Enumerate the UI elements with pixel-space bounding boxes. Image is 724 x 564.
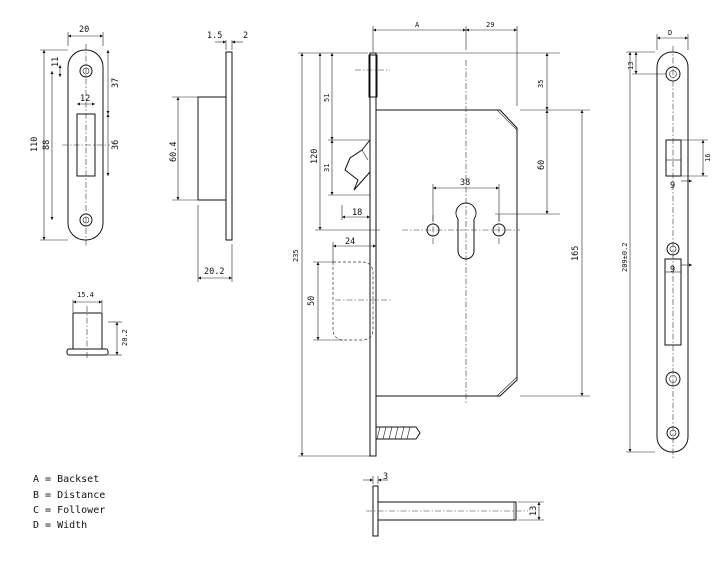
- legend-item-b: B = Distance: [33, 490, 105, 501]
- side-dim-thickness: 1.5: [207, 31, 222, 41]
- body-dim-31: 31: [323, 164, 331, 172]
- lock-body-view: A 29 35 51 120 31 60 38 18 235 165 24 50: [292, 21, 590, 457]
- body-dim-18: 18: [352, 208, 362, 218]
- legend-item-a: A = Backset: [33, 474, 99, 485]
- strike-dim-hole-dia: 11: [51, 57, 61, 67]
- side-dim-lip: 2: [243, 31, 248, 41]
- face-dim-width: D: [668, 29, 672, 37]
- strike-dim-height: 110: [30, 137, 40, 152]
- face-dim-9b: 9: [670, 265, 675, 275]
- body-dim-120: 120: [310, 149, 320, 164]
- strike-dim-width: 20: [79, 25, 89, 35]
- strike-plate-view: 20 11 37 12 110 88 36: [30, 25, 121, 246]
- body-dim-35: 35: [537, 80, 545, 88]
- face-dim-length: 209±0.2: [621, 242, 629, 272]
- spindle-dim-height: 13: [529, 506, 539, 516]
- legend-item-d: D = Width: [33, 520, 87, 531]
- side-dim-height: 60.4: [169, 142, 179, 162]
- face-dim-16: 16: [704, 154, 712, 162]
- strike-side-view: 1.5 2 60.4 20.2: [169, 31, 248, 282]
- body-dim-38: 38: [460, 178, 470, 188]
- legend: A = Backset B = Distance C = Follower D …: [33, 474, 105, 531]
- body-dim-50: 50: [307, 296, 317, 306]
- spindle-dim-thickness: 3: [383, 472, 388, 482]
- faceplate-view: D 13 16 9 9 209±0.2: [621, 29, 712, 458]
- bolt-dim-height: 20.2: [121, 329, 129, 346]
- face-dim-13: 13: [627, 62, 635, 70]
- bolt-piece-view: 15.4 20.2: [66, 291, 129, 360]
- side-dim-depth: 20.2: [204, 267, 224, 277]
- body-dim-29: 29: [486, 21, 494, 29]
- bolt-dim-width: 15.4: [77, 291, 94, 299]
- strike-dim-slot-height: 36: [111, 140, 121, 150]
- spindle-view: 3 13: [363, 472, 544, 537]
- body-dim-51: 51: [323, 94, 331, 102]
- body-dim-24: 24: [345, 237, 355, 247]
- legend-item-c: C = Follower: [33, 505, 105, 516]
- body-dim-backset: A: [415, 21, 420, 29]
- body-dim-165: 165: [571, 246, 581, 261]
- face-dim-9a: 9: [670, 181, 675, 191]
- body-dim-235: 235: [292, 249, 300, 262]
- strike-dim-hole-spacing: 88: [42, 140, 52, 150]
- strike-dim-slot-width: 12: [80, 94, 90, 104]
- body-dim-60: 60: [537, 160, 547, 170]
- strike-dim-hole-offset: 37: [111, 78, 121, 88]
